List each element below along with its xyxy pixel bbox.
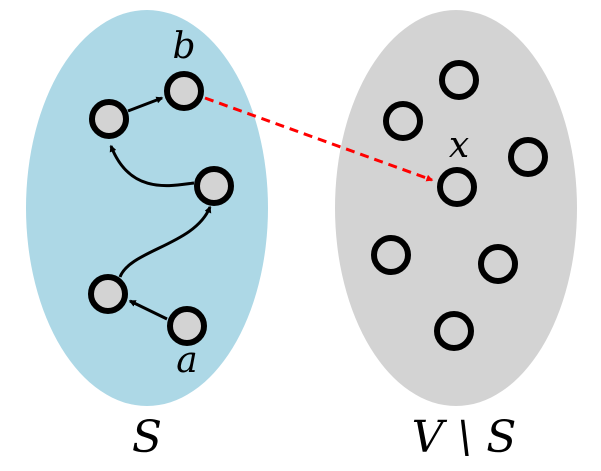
- node-vs2: [383, 101, 423, 141]
- node-s2: [88, 274, 128, 314]
- node-a: [167, 306, 207, 346]
- node-b-label: b: [172, 26, 195, 67]
- node-vs7: [434, 311, 474, 351]
- node-vs1: [439, 60, 479, 100]
- set-s-ellipse: [26, 10, 268, 406]
- vs-nodes: [371, 60, 548, 351]
- node-vs5: [371, 235, 411, 275]
- edge-n4-to-b: [127, 96, 164, 113]
- path-edges: [109, 96, 212, 321]
- set-s-label: S: [132, 412, 162, 463]
- node-vs3: [508, 137, 548, 177]
- s-nodes: [88, 71, 234, 346]
- node-x-label: x: [449, 125, 469, 166]
- edge-a-to-n2: [128, 299, 168, 321]
- node-s4: [89, 99, 129, 139]
- node-vs6: [478, 244, 518, 284]
- node-x: [437, 167, 477, 207]
- edge-n2-to-n3: [118, 205, 212, 278]
- edge-n3-to-n4: [109, 144, 195, 188]
- node-a-label: a: [176, 340, 197, 381]
- node-s3: [194, 166, 234, 206]
- node-b: [164, 71, 204, 111]
- set-v-minus-s-label: V \ S: [412, 412, 517, 463]
- crossing-edge-b-to-x: [204, 96, 434, 182]
